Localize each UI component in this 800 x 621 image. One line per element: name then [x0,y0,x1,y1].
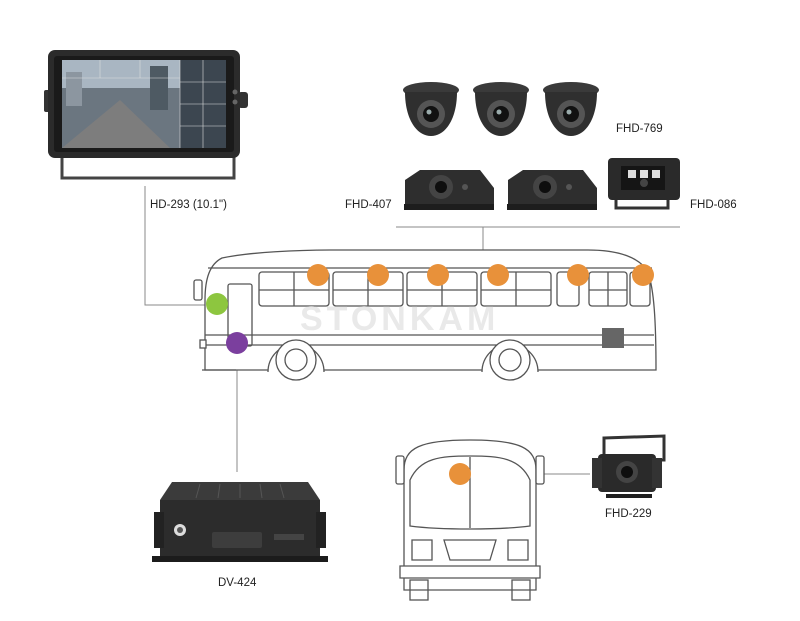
bus-mirror [193,279,203,301]
front-camera-device [592,434,666,498]
dome-camera-3 [543,82,599,136]
side-camera-group [404,170,597,210]
dome-camera-group [403,82,599,136]
bus-headlight [199,339,207,349]
camera-marker [632,264,654,286]
camera-marker [367,264,389,286]
dvr-label: DV-424 [218,577,257,589]
monitor-marker [206,293,228,315]
front-camera-marker [449,463,471,485]
camera-marker [427,264,449,286]
bus-front-view [395,439,545,601]
front-camera-label: FHD-229 [605,508,652,520]
dvr-device [152,482,328,562]
side-camera-label: FHD-407 [345,199,392,211]
camera-marker [487,264,509,286]
side-camera-2 [507,170,597,210]
bus-wheel-front [267,339,325,381]
dome-camera-2 [473,82,529,136]
camera-marker [307,264,329,286]
monitor-label: HD-293 (10.1") [150,199,227,211]
rear-camera-label: FHD-086 [690,199,737,211]
bus-engine-grille [602,328,624,348]
side-camera-1 [404,170,494,210]
camera-marker [567,264,589,286]
dome-camera-1 [403,82,459,136]
monitor-connection-line [144,186,208,306]
bus-wheel-rear [481,339,539,381]
rear-camera-device [608,158,680,210]
dome-camera-label: FHD-769 [616,123,663,135]
watermark: STONKAM [300,300,500,338]
monitor-device [44,50,248,180]
camera-markers [307,264,654,485]
dvr-marker [226,332,248,354]
